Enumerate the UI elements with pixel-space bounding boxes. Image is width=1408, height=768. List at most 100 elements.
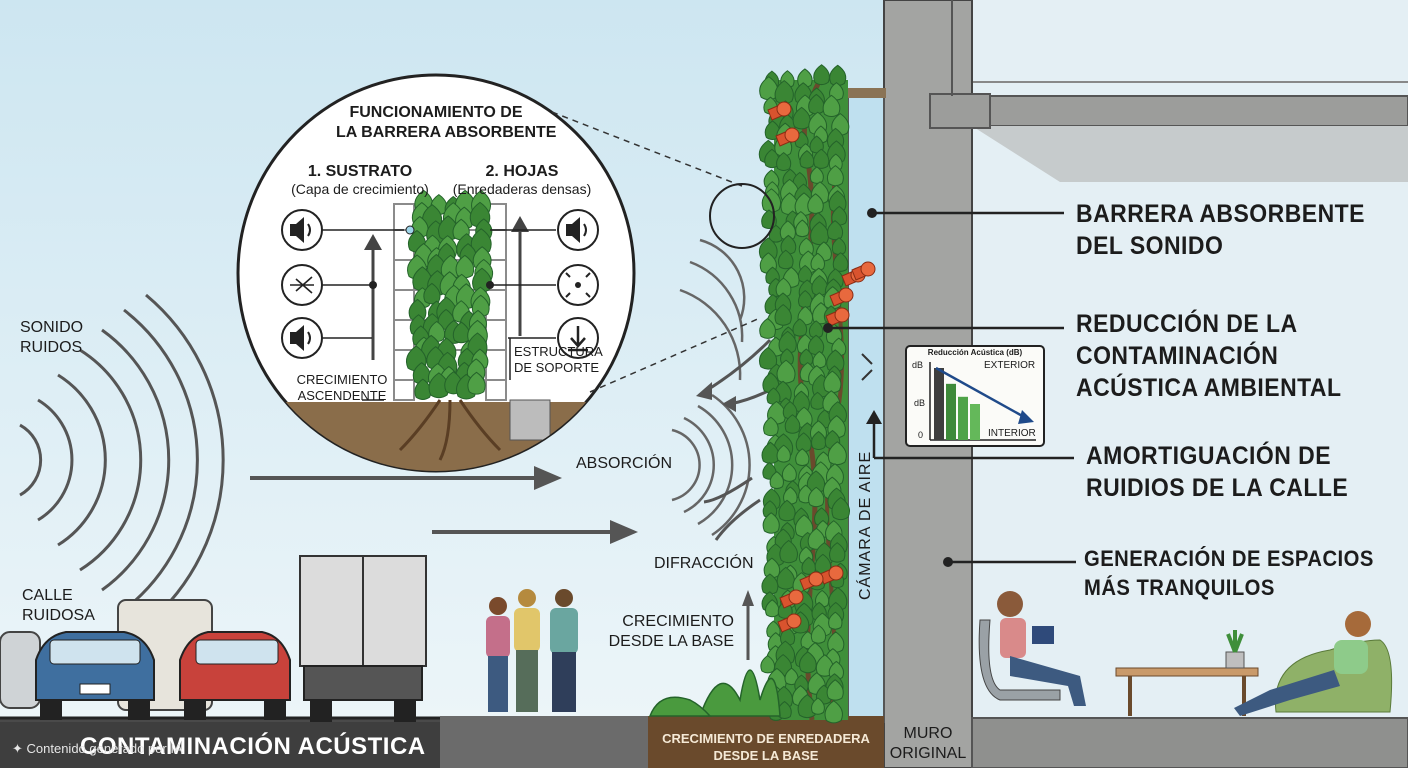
chart-bar xyxy=(934,368,944,440)
chart-exterior: EXTERIOR xyxy=(984,360,1036,371)
ivy-leaf xyxy=(776,152,792,171)
ivy-leaf xyxy=(760,654,776,674)
ceiling-beam xyxy=(971,95,1408,127)
ivy-leaf xyxy=(423,282,441,305)
air-chamber-label: CÁMARA DE AIRE xyxy=(857,450,874,600)
ivy-leaf xyxy=(779,539,798,564)
ivy-leaf xyxy=(828,611,843,630)
planter-soil xyxy=(648,716,884,768)
flower-bloom xyxy=(784,127,800,143)
ivy-leaf xyxy=(824,700,843,724)
flower-bloom xyxy=(808,571,824,587)
inset-col1-title: 1. SUSTRATO xyxy=(307,163,413,180)
flower-bloom xyxy=(860,261,876,277)
diffraction-label: DIFRACCIÓN xyxy=(654,555,754,572)
ivy-leaf xyxy=(784,414,801,434)
ivy-leaf xyxy=(781,463,797,482)
ivy-leaf xyxy=(811,697,825,715)
ivy-leaf xyxy=(769,471,784,490)
ivy-leaf xyxy=(776,444,791,463)
absorb-down-icon xyxy=(557,317,599,359)
chart-title: Reducción Acústica (dB) xyxy=(927,348,1023,357)
flower-bloom xyxy=(834,307,850,323)
ivy-leaf xyxy=(778,499,796,522)
flower-bloom xyxy=(828,565,844,581)
ivy-leaf xyxy=(829,542,846,563)
street-traffic xyxy=(0,555,427,722)
ivy-leaf xyxy=(774,304,792,326)
ivy-leaf xyxy=(813,64,830,86)
chart-y-zero: 0 xyxy=(918,430,924,440)
diffuse-icon xyxy=(557,264,599,306)
ivy-leaf xyxy=(827,441,847,466)
flower-bloom xyxy=(788,589,804,605)
ivy-leaf xyxy=(776,566,795,590)
ivy-leaf xyxy=(763,416,779,437)
footer-band xyxy=(0,722,440,768)
chart-interior: INTERIOR xyxy=(988,428,1036,439)
air-chamber xyxy=(847,91,885,723)
ivy-leaves xyxy=(758,64,850,724)
ivy-leaf xyxy=(810,624,827,644)
inset-col1-sub: (Capa de crecimiento) xyxy=(291,181,429,197)
ivy-leaf xyxy=(765,599,780,618)
reduction-chart xyxy=(905,345,1045,447)
speaker-icon-1 xyxy=(281,209,323,251)
chart-y-mid: dB xyxy=(914,398,926,408)
ivy-leaf xyxy=(832,252,849,272)
ivy-leaf xyxy=(762,512,780,534)
ivy-leaf xyxy=(822,94,841,117)
flower-bloom xyxy=(838,287,854,303)
trumpet-flowers xyxy=(767,101,876,633)
footer-left-label: CONTAMINACIÓN ACÚSTICA xyxy=(80,733,426,760)
ivy-leaf xyxy=(784,667,799,686)
chart-bar xyxy=(958,396,968,440)
ivy-leaf xyxy=(807,193,824,214)
ivy-leaf xyxy=(792,106,811,130)
ivy-leaf xyxy=(810,430,827,450)
absorption-label: ABSORCIÓN xyxy=(576,455,673,472)
noise-arrows xyxy=(250,466,638,544)
base-plants xyxy=(648,669,781,717)
ivy-leaf xyxy=(807,527,826,550)
ivy-leaf xyxy=(831,496,850,521)
ivy-leaf xyxy=(809,166,824,184)
ivy-leaf xyxy=(827,220,844,241)
ivy-leaf xyxy=(799,651,817,674)
ivy-leaf xyxy=(777,249,794,270)
ivy-leaf xyxy=(826,679,844,701)
chart-bar xyxy=(970,404,980,440)
flower-bloom xyxy=(776,101,792,117)
ivy-leaf xyxy=(776,359,796,384)
chart-y-top: dB xyxy=(912,360,924,370)
ivy-leaf xyxy=(467,371,486,395)
ai-watermark: ✦ Contenido generado por IA xyxy=(12,741,183,756)
speaker-icon-3 xyxy=(557,209,599,251)
ivy-leaf xyxy=(808,486,825,508)
sound-waves xyxy=(19,293,225,627)
ivy-leaf xyxy=(795,219,810,238)
ivy-leaf xyxy=(792,318,808,337)
ivy-leaf xyxy=(758,346,778,370)
inset-col2-title: 2. HOJAS xyxy=(485,163,559,180)
sidewalk xyxy=(440,716,648,768)
ivy-leaf xyxy=(799,150,815,169)
ivy-leaf xyxy=(759,317,776,339)
ceiling-shadow xyxy=(972,126,1408,182)
callout-lines xyxy=(828,211,1076,564)
ivy-leaf xyxy=(795,448,810,467)
flower-bloom xyxy=(786,613,802,629)
ivy-leaf xyxy=(813,148,830,169)
